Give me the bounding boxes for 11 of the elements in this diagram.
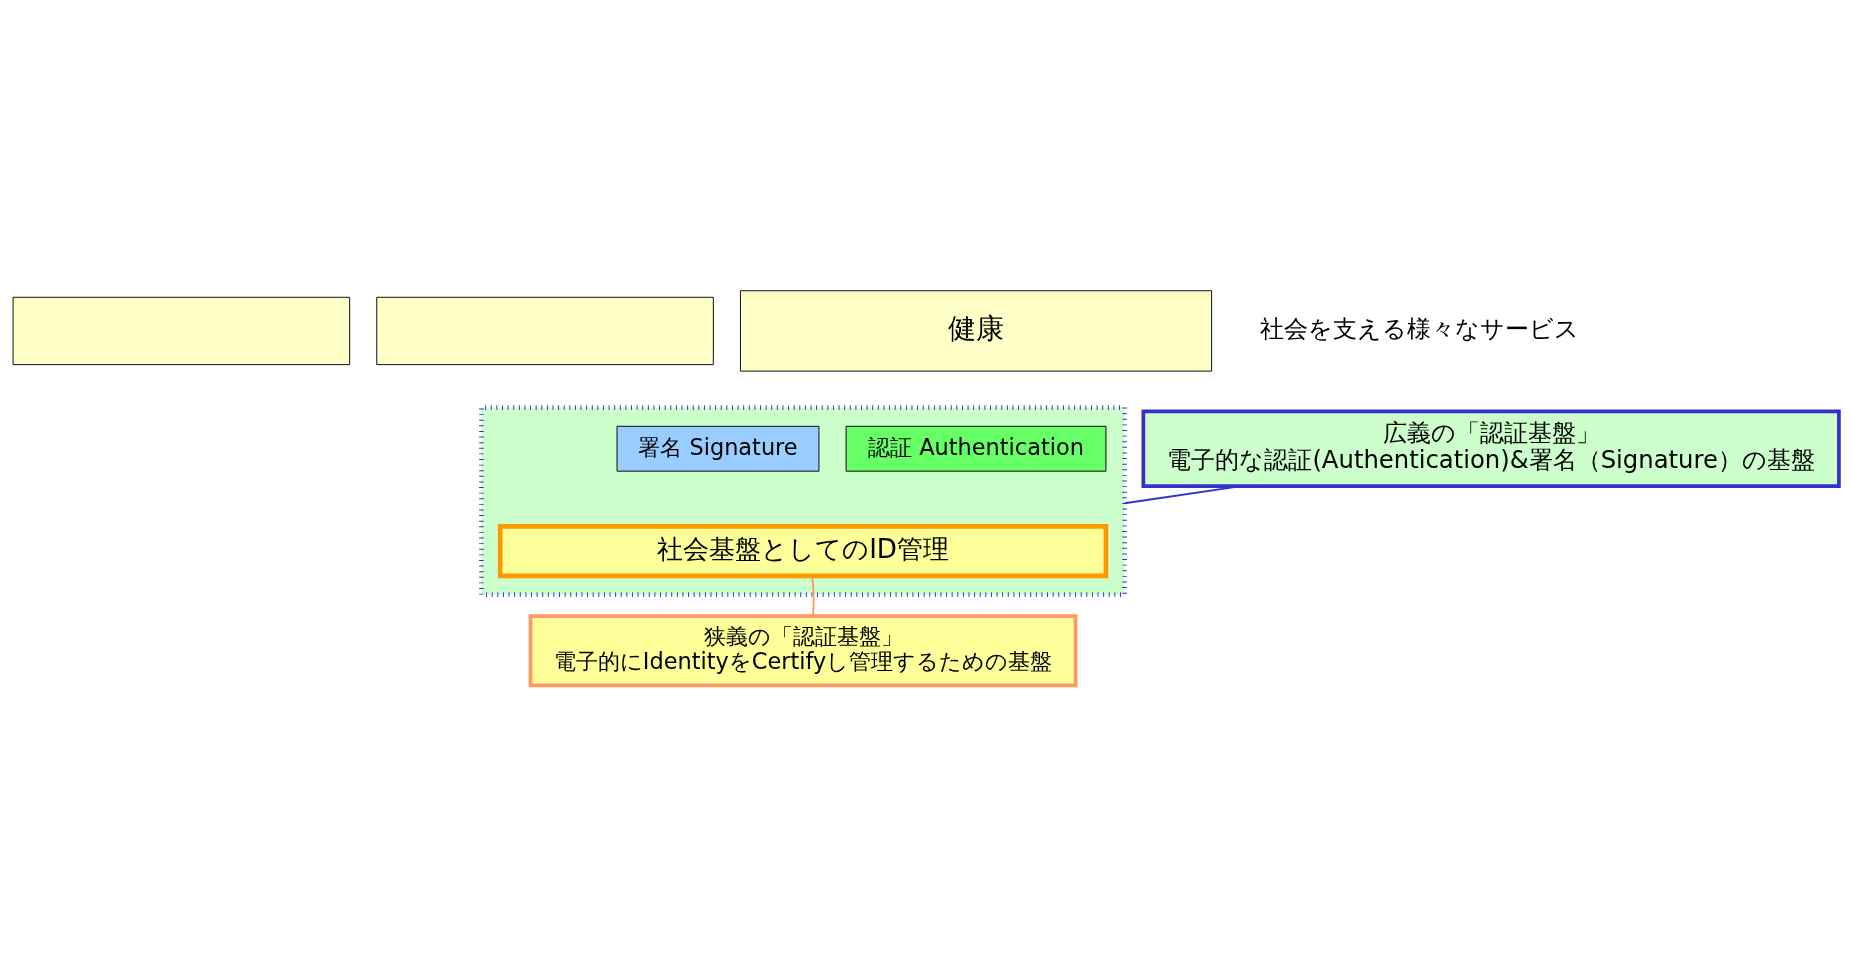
label: 社会を支える様々なサービス [1259,313,1579,343]
node-box: 署名 Signature [616,425,820,472]
node-box: 狭義の「認証基盤」 電子的にIdentityをCertifyし管理するための基盤 [528,614,1078,688]
connector [811,575,815,617]
node-box: 社会基盤としてのID管理 [497,524,1109,579]
node-box: 広義の「認証基盤」 電子的な認証(Authentication)&署名（Signature）の基盤 [1141,409,1841,488]
node-box [12,296,351,366]
node-box: 健康 [739,290,1213,372]
node-box: 認証 Authentication [845,425,1107,472]
node-box [376,296,714,366]
cluster [479,405,1127,597]
